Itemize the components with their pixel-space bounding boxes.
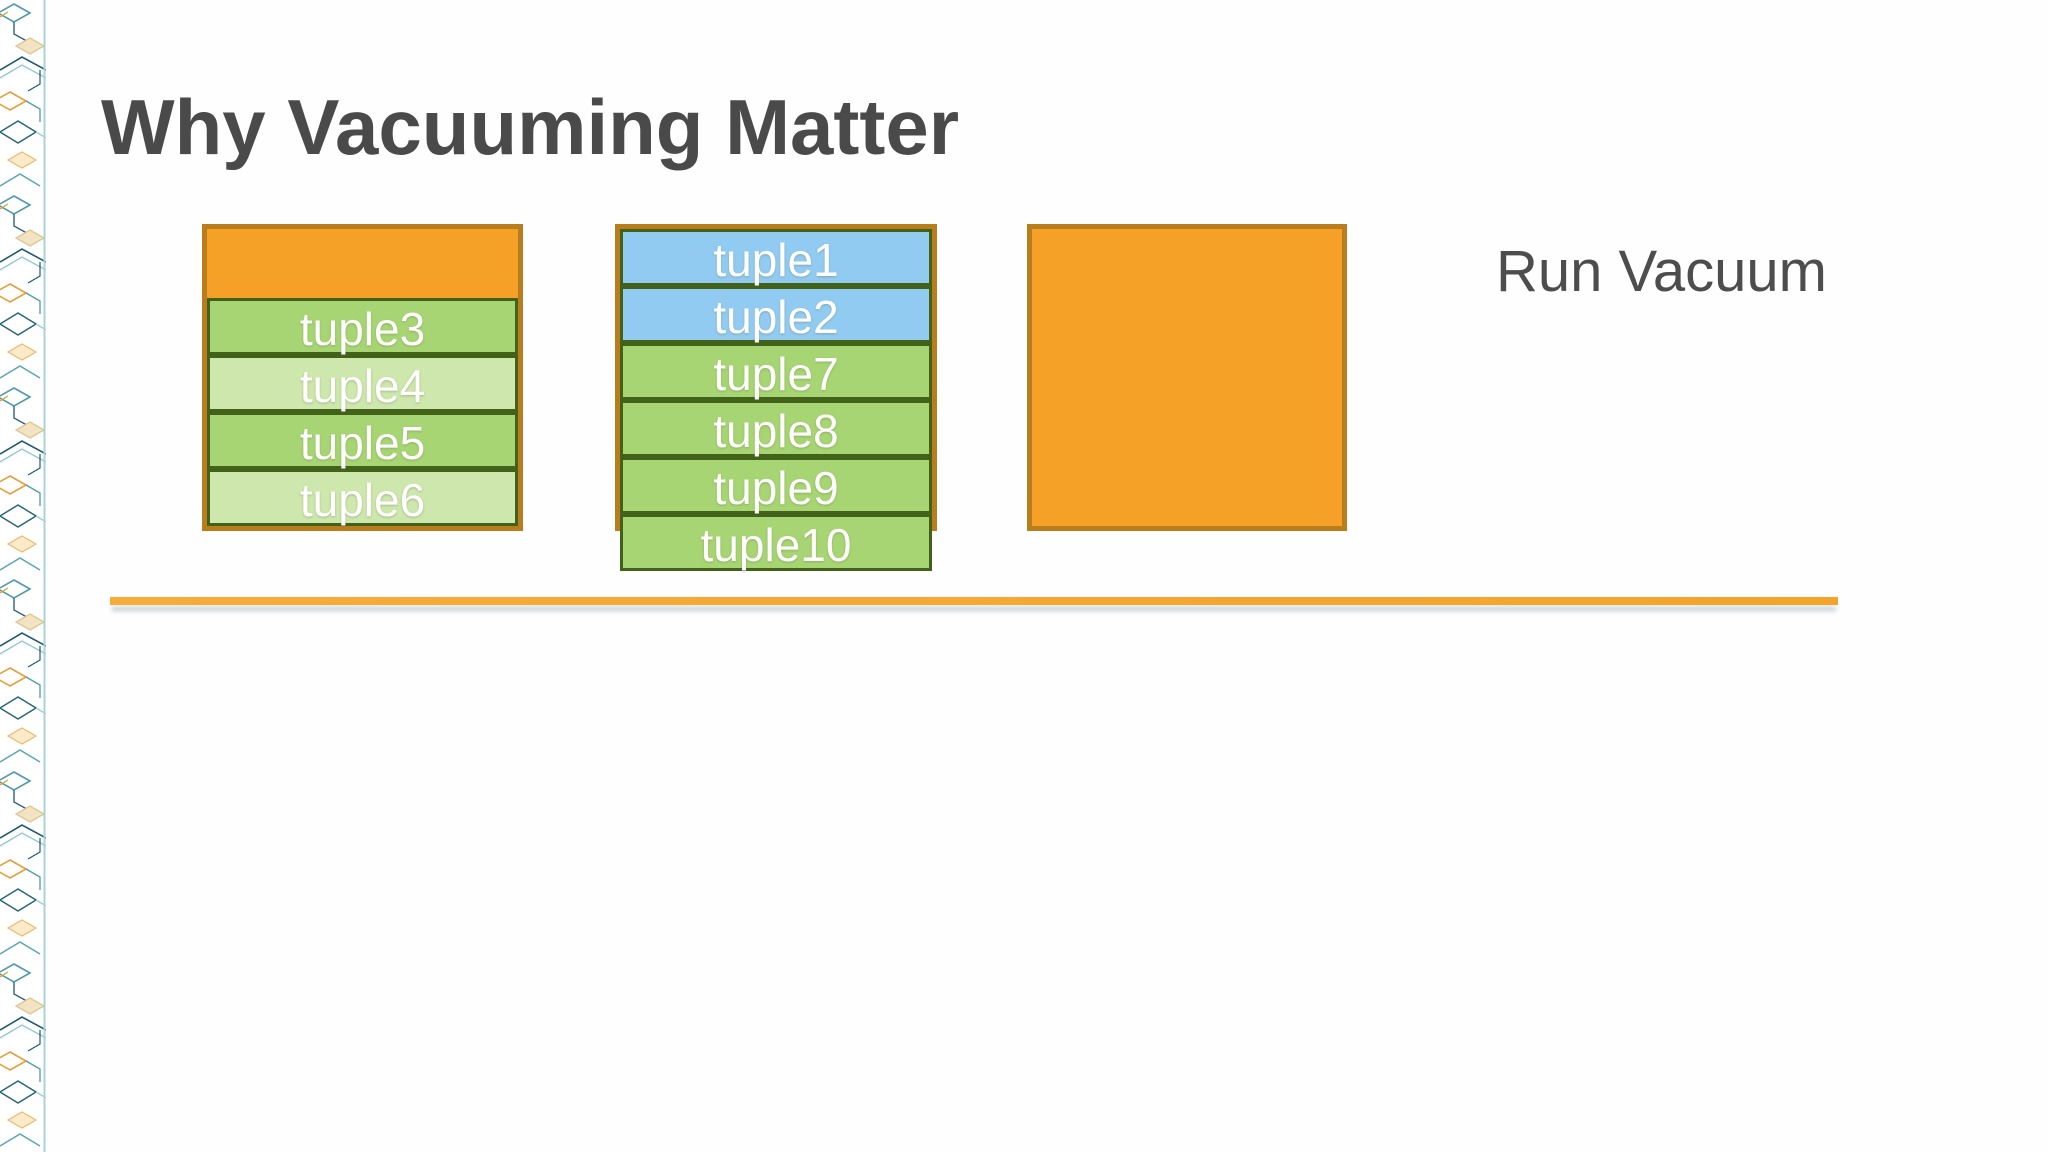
- tuple-row-tuple4: tuple4: [207, 355, 518, 412]
- tuple-label: tuple7: [713, 348, 839, 400]
- tuple-label: tuple1: [713, 234, 839, 286]
- db-page-2: tuple1 tuple2 tuple7 tuple8 tuple9 tuple…: [615, 224, 937, 571]
- divider-line: [110, 597, 1838, 605]
- tuple-label: tuple6: [299, 474, 426, 526]
- tuple-label: tuple5: [299, 417, 426, 469]
- tuple-row-tuple10: tuple10: [620, 514, 932, 571]
- tuple-label: tuple8: [713, 405, 839, 457]
- tuple-row-tuple8: tuple8: [620, 400, 932, 457]
- tuple-label: tuple2: [713, 291, 839, 343]
- tuple-row-tuple6: tuple6: [207, 469, 518, 526]
- free-space-block-full: [1032, 229, 1342, 526]
- tuple-row-tuple2: tuple2: [620, 286, 932, 343]
- tuple-row-tuple5: tuple5: [207, 412, 518, 469]
- db-page-1: tuple3 tuple4 tuple5 tuple6: [202, 224, 523, 531]
- tuple-label: tuple10: [700, 519, 852, 571]
- circuit-pattern-strip: [0, 0, 46, 1152]
- tuple-label: tuple9: [713, 462, 839, 514]
- tuple-row-tuple9: tuple9: [620, 457, 932, 514]
- tuple-row-tuple7: tuple7: [620, 343, 932, 400]
- tuple-row-tuple1: tuple1: [620, 229, 932, 286]
- db-page-3: [1027, 224, 1347, 531]
- run-vacuum-label: Run Vacuum: [1496, 239, 1827, 304]
- page-title: Why Vacuuming Matter: [101, 83, 960, 172]
- tuple-label: tuple4: [299, 360, 426, 412]
- tuple-row-tuple3: tuple3: [207, 298, 518, 355]
- tuple-label: tuple3: [299, 303, 426, 355]
- free-space-block: [207, 229, 518, 298]
